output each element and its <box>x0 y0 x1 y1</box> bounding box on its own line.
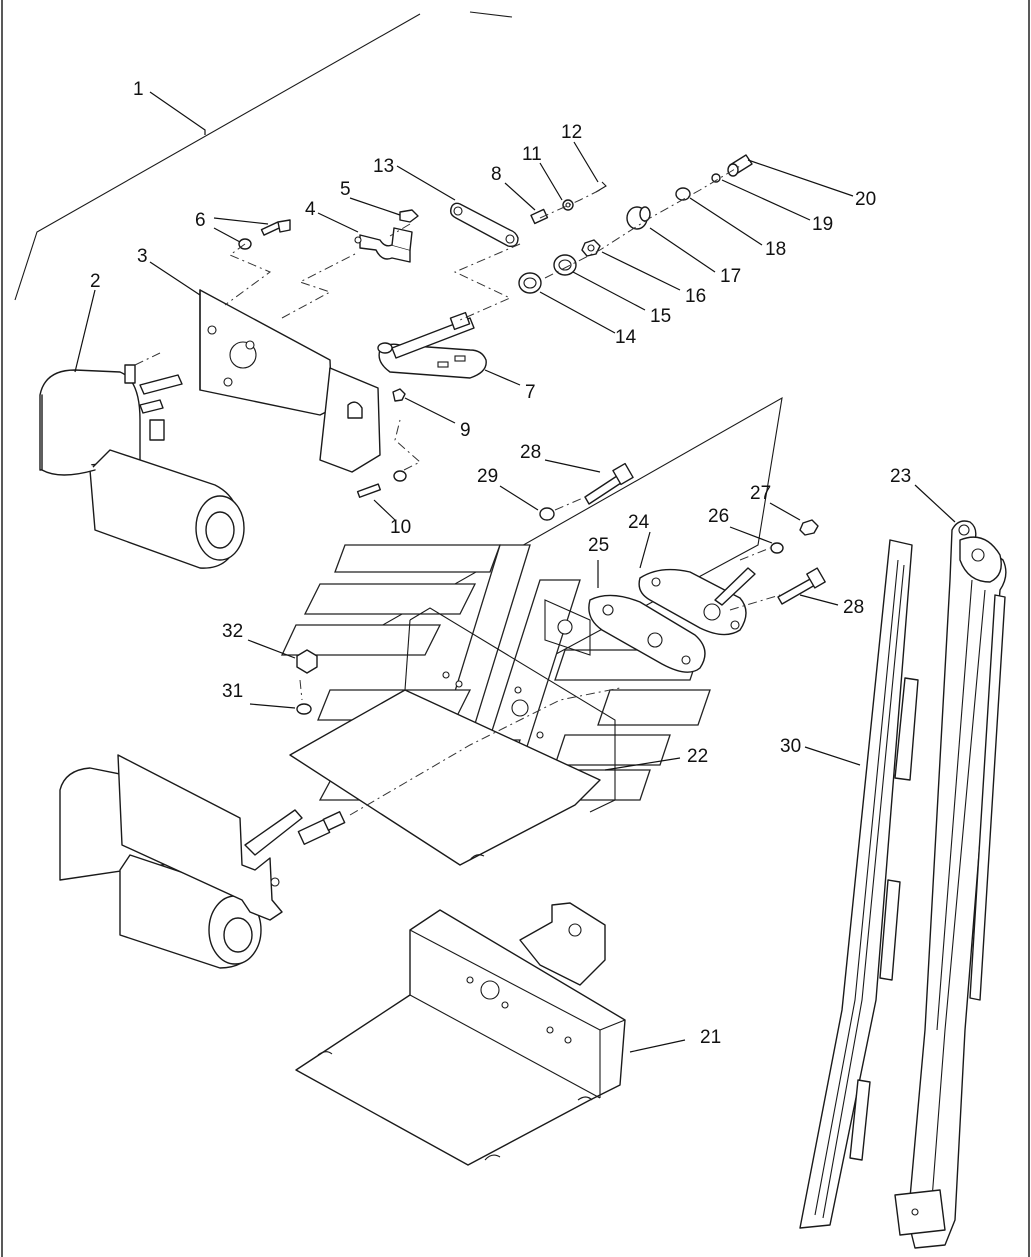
hardware-26-29 <box>539 462 826 611</box>
alignment-lines-upper <box>134 165 741 471</box>
callout-labels: 1 2 3 4 5 6 7 8 9 10 11 12 13 14 15 16 1… <box>90 79 911 1048</box>
callout-10: 10 <box>390 517 411 538</box>
callout-24: 24 <box>628 512 650 533</box>
callout-31: 31 <box>222 681 243 702</box>
callout-17: 17 <box>720 266 741 287</box>
callout-13: 13 <box>373 156 394 177</box>
callout-11: 11 <box>522 144 542 165</box>
callout-15: 15 <box>650 306 671 327</box>
callout-32: 32 <box>222 621 243 642</box>
callout-28-lower: 28 <box>843 597 864 618</box>
callout-6: 6 <box>195 210 206 231</box>
nut-washer-31-32 <box>296 649 318 715</box>
callout-25: 25 <box>588 535 609 556</box>
callout-5: 5 <box>340 179 351 200</box>
callout-30: 30 <box>780 736 801 757</box>
mounting-plate-22 <box>289 599 616 866</box>
callout-leaders <box>74 91 956 1053</box>
wiper-arm <box>894 520 1007 1249</box>
callout-26: 26 <box>708 506 729 527</box>
link-arm <box>449 202 519 248</box>
callout-22: 22 <box>687 746 708 767</box>
callout-23: 23 <box>890 466 911 487</box>
hardware-stack <box>518 154 753 294</box>
callout-20: 20 <box>855 189 876 210</box>
callout-14: 14 <box>615 327 637 348</box>
callout-28-upper: 28 <box>520 442 541 463</box>
fasteners-9-10 <box>356 388 407 498</box>
mounting-plate-21 <box>295 902 626 1166</box>
callout-19: 19 <box>812 214 833 235</box>
callout-8: 8 <box>491 164 502 185</box>
wiper-motor-lower <box>59 687 621 969</box>
callout-1: 1 <box>133 79 144 100</box>
mounting-bracket-upper <box>199 289 381 473</box>
body-panel <box>14 11 513 301</box>
callout-21: 21 <box>700 1027 721 1048</box>
callout-18: 18 <box>765 239 786 260</box>
callout-9: 9 <box>460 420 471 441</box>
callout-2: 2 <box>90 271 101 292</box>
callout-12: 12 <box>561 122 582 143</box>
callout-29: 29 <box>477 466 498 487</box>
drive-arm <box>377 311 487 379</box>
bolt-6 <box>238 219 291 250</box>
callout-3: 3 <box>137 246 148 267</box>
wiper-blade <box>799 539 919 1229</box>
callout-7: 7 <box>525 382 536 403</box>
callout-16: 16 <box>685 286 706 307</box>
wiper-motor-upper <box>39 364 245 569</box>
callout-27: 27 <box>750 483 771 504</box>
callout-4: 4 <box>305 199 316 220</box>
seal-and-bracket-24-25 <box>588 567 756 673</box>
clip-bracket <box>354 209 419 263</box>
